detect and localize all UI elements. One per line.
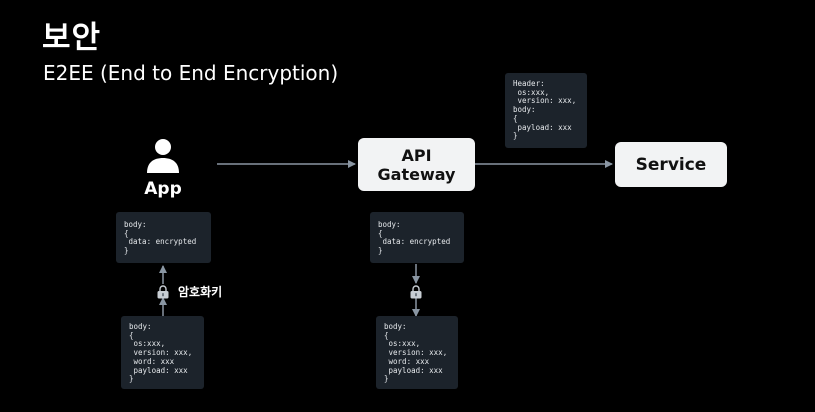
gateway-plain-code-text: body: { os:xxx, version: xxx, word: xxx … [384, 322, 448, 384]
app-plain-code-text: body: { os:xxx, version: xxx, word: xxx … [129, 322, 193, 384]
lock-icon [157, 285, 169, 299]
service-label: Service [635, 154, 707, 175]
api-gateway-label-line1: API [401, 145, 432, 165]
gateway-encrypted-code-box: body: { data: encrypted } [370, 212, 464, 263]
service-node: Service [615, 142, 727, 187]
slide-subtitle: E2EE (End to End Encryption) [43, 61, 339, 85]
api-gateway-node: API Gateway [358, 138, 475, 191]
app-label: App [144, 179, 182, 199]
person-icon [147, 139, 179, 173]
slide-title: 보안 [42, 20, 102, 56]
lock-icon [410, 285, 422, 299]
encryption-key-label: 암호화키 [178, 285, 223, 299]
header-code-text: Header: os:xxx, version: xxx, body: { pa… [513, 79, 577, 141]
app-encrypted-code-box: body: { data: encrypted } [116, 212, 211, 263]
app-plain-code-box: body: { os:xxx, version: xxx, word: xxx … [121, 316, 204, 389]
gateway-plain-code-box: body: { os:xxx, version: xxx, word: xxx … [376, 316, 458, 389]
gateway-encrypted-code-text: body: { data: encrypted } [378, 220, 451, 256]
api-gateway-label-line2: Gateway [377, 164, 456, 184]
app-encrypted-code-text: body: { data: encrypted } [124, 220, 197, 256]
header-code-box: Header: os:xxx, version: xxx, body: { pa… [505, 73, 587, 148]
